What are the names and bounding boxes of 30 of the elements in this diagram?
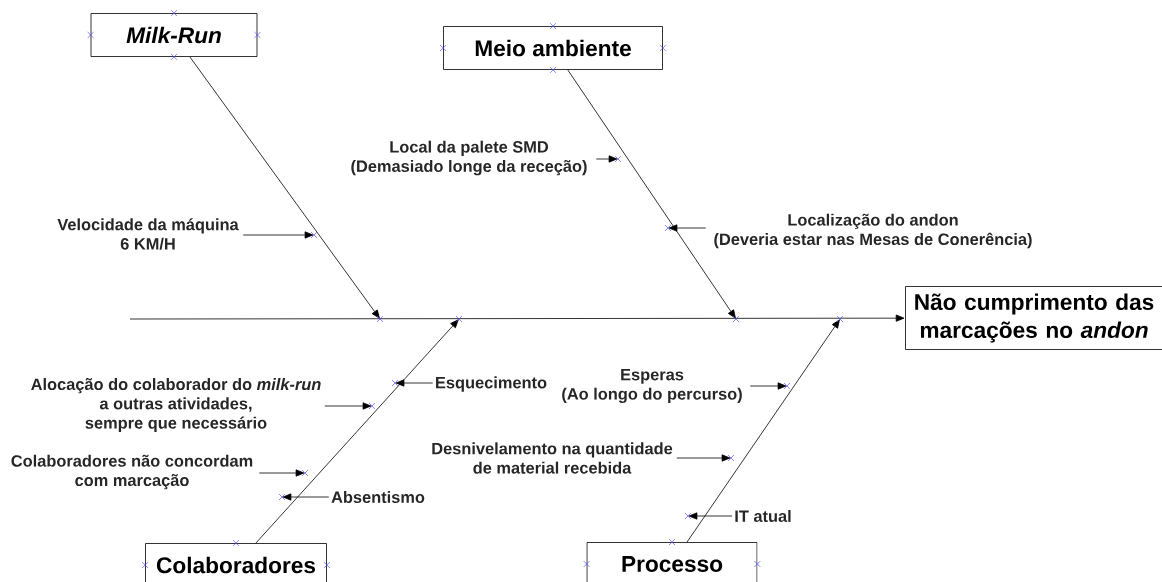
arrow xyxy=(595,155,618,163)
category-box: Milk-Run xyxy=(90,13,258,57)
arrow xyxy=(129,314,905,322)
cause-text: Esperas (Ao longo do percurso) xyxy=(562,368,742,404)
category-box: Processo xyxy=(586,542,758,582)
arrow xyxy=(282,493,330,501)
arrow xyxy=(686,319,840,543)
cause-text: Colaboradores não concordam com marcação xyxy=(11,454,253,490)
cause-text: Desnivelamento na quantidade de material recebida xyxy=(432,442,673,474)
arrow xyxy=(567,69,736,319)
cause-text: Esquecimento xyxy=(436,376,547,392)
arrow xyxy=(688,512,733,520)
cause-text: Localização do andon (Deveria estar nas Mesas de Conerência) xyxy=(714,213,1032,249)
arrow xyxy=(258,469,305,477)
arrow xyxy=(324,402,372,410)
cause-text: Absentismo xyxy=(331,491,425,504)
category-box: Meio ambiente xyxy=(443,26,663,70)
cause-text: Alocação do colaborador do milk-run a outras atividades, sempre que necessário xyxy=(31,378,321,432)
cause-text: Velocidade da máquina 6 KM/H xyxy=(57,218,239,250)
arrow xyxy=(395,379,434,387)
arrow xyxy=(676,454,731,462)
cause-text: Local da palete SMD (Demasiado longe da receção) xyxy=(351,140,587,176)
cause-text: IT atual xyxy=(735,510,791,523)
arrow xyxy=(255,319,459,544)
category-box: Colaboradores xyxy=(145,543,327,582)
arrow xyxy=(189,56,380,319)
arrow xyxy=(242,231,314,239)
arrow xyxy=(668,224,707,232)
arrow xyxy=(749,382,787,390)
effect-box: Não cumprimento das marcações no andon xyxy=(905,286,1162,350)
